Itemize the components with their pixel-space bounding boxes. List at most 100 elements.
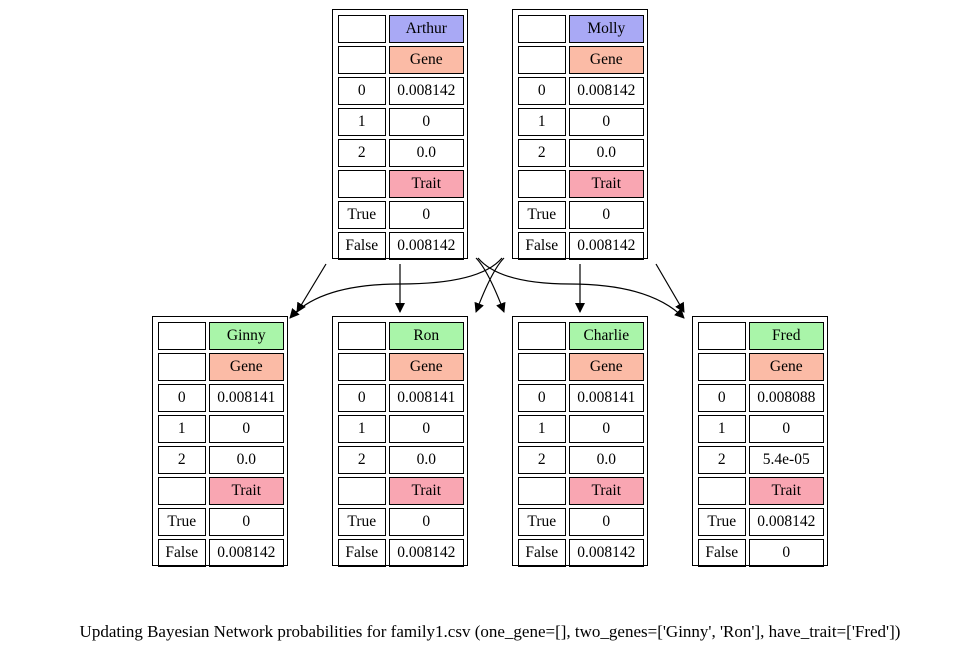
edge-arthur-ginny	[296, 263, 327, 313]
gene-probability: 5.4e-05	[748, 446, 824, 474]
node-name: Molly	[568, 15, 644, 43]
empty-cell	[698, 322, 746, 350]
trait-header: Trait	[568, 170, 644, 198]
empty-cell	[158, 477, 206, 505]
trait-value: False	[698, 539, 746, 567]
edge-molly-ron	[474, 257, 505, 313]
edge-arthur-fred	[477, 257, 685, 319]
trait-value: False	[338, 232, 386, 260]
gene-count: 1	[518, 108, 566, 136]
trait-value: True	[158, 508, 206, 536]
edge-arthur-charlie	[475, 257, 506, 313]
gene-count: 2	[518, 446, 566, 474]
gene-header: Gene	[208, 353, 284, 381]
edge-molly-ginny	[289, 257, 503, 319]
empty-cell	[338, 353, 386, 381]
trait-probability: 0.008142	[748, 508, 824, 536]
empty-cell	[518, 353, 566, 381]
trait-header: Trait	[208, 477, 284, 505]
gene-count: 0	[518, 384, 566, 412]
empty-cell	[518, 46, 566, 74]
gene-probability: 0.0	[208, 446, 284, 474]
gene-probability: 0.008141	[388, 384, 464, 412]
trait-probability: 0.008142	[568, 539, 644, 567]
node-name: Charlie	[568, 322, 644, 350]
gene-count: 1	[338, 108, 386, 136]
gene-header: Gene	[388, 46, 464, 74]
gene-probability: 0.0	[388, 139, 464, 167]
trait-value: False	[518, 539, 566, 567]
empty-cell	[518, 170, 566, 198]
gene-header: Gene	[748, 353, 824, 381]
trait-value: True	[518, 201, 566, 229]
empty-cell	[158, 353, 206, 381]
trait-probability: 0	[748, 539, 824, 567]
gene-probability: 0.0	[388, 446, 464, 474]
empty-cell	[518, 477, 566, 505]
gene-count: 1	[518, 415, 566, 443]
gene-probability: 0.008141	[568, 384, 644, 412]
gene-count: 1	[338, 415, 386, 443]
empty-cell	[158, 322, 206, 350]
gene-count: 2	[338, 446, 386, 474]
edge-molly-fred	[655, 263, 685, 313]
empty-cell	[698, 353, 746, 381]
trait-value: False	[338, 539, 386, 567]
trait-probability: 0.008142	[208, 539, 284, 567]
empty-cell	[338, 322, 386, 350]
node-name: Ginny	[208, 322, 284, 350]
gene-probability: 0.0	[568, 139, 644, 167]
empty-cell	[698, 477, 746, 505]
node-name: Ron	[388, 322, 464, 350]
trait-header: Trait	[388, 170, 464, 198]
trait-value: False	[518, 232, 566, 260]
trait-value: False	[158, 539, 206, 567]
gene-count: 1	[698, 415, 746, 443]
gene-header: Gene	[388, 353, 464, 381]
gene-count: 0	[338, 77, 386, 105]
trait-value: True	[518, 508, 566, 536]
node-name: Arthur	[388, 15, 464, 43]
gene-count: 0	[338, 384, 386, 412]
gene-count: 1	[158, 415, 206, 443]
empty-cell	[518, 15, 566, 43]
gene-count: 2	[518, 139, 566, 167]
gene-probability: 0	[208, 415, 284, 443]
gene-probability: 0	[748, 415, 824, 443]
gene-count: 2	[158, 446, 206, 474]
gene-count: 0	[158, 384, 206, 412]
empty-cell	[518, 322, 566, 350]
gene-count: 0	[698, 384, 746, 412]
trait-probability: 0	[388, 201, 464, 229]
trait-probability: 0	[568, 508, 644, 536]
trait-header: Trait	[388, 477, 464, 505]
trait-value: True	[338, 508, 386, 536]
empty-cell	[338, 170, 386, 198]
gene-probability: 0.008141	[208, 384, 284, 412]
trait-value: True	[698, 508, 746, 536]
trait-header: Trait	[748, 477, 824, 505]
gene-count: 0	[518, 77, 566, 105]
gene-probability: 0	[568, 415, 644, 443]
gene-count: 2	[338, 139, 386, 167]
gene-probability: 0.0	[568, 446, 644, 474]
node-name: Fred	[748, 322, 824, 350]
trait-value: True	[338, 201, 386, 229]
trait-probability: 0.008142	[388, 232, 464, 260]
empty-cell	[338, 477, 386, 505]
gene-probability: 0	[388, 415, 464, 443]
gene-header: Gene	[568, 353, 644, 381]
trait-header: Trait	[568, 477, 644, 505]
